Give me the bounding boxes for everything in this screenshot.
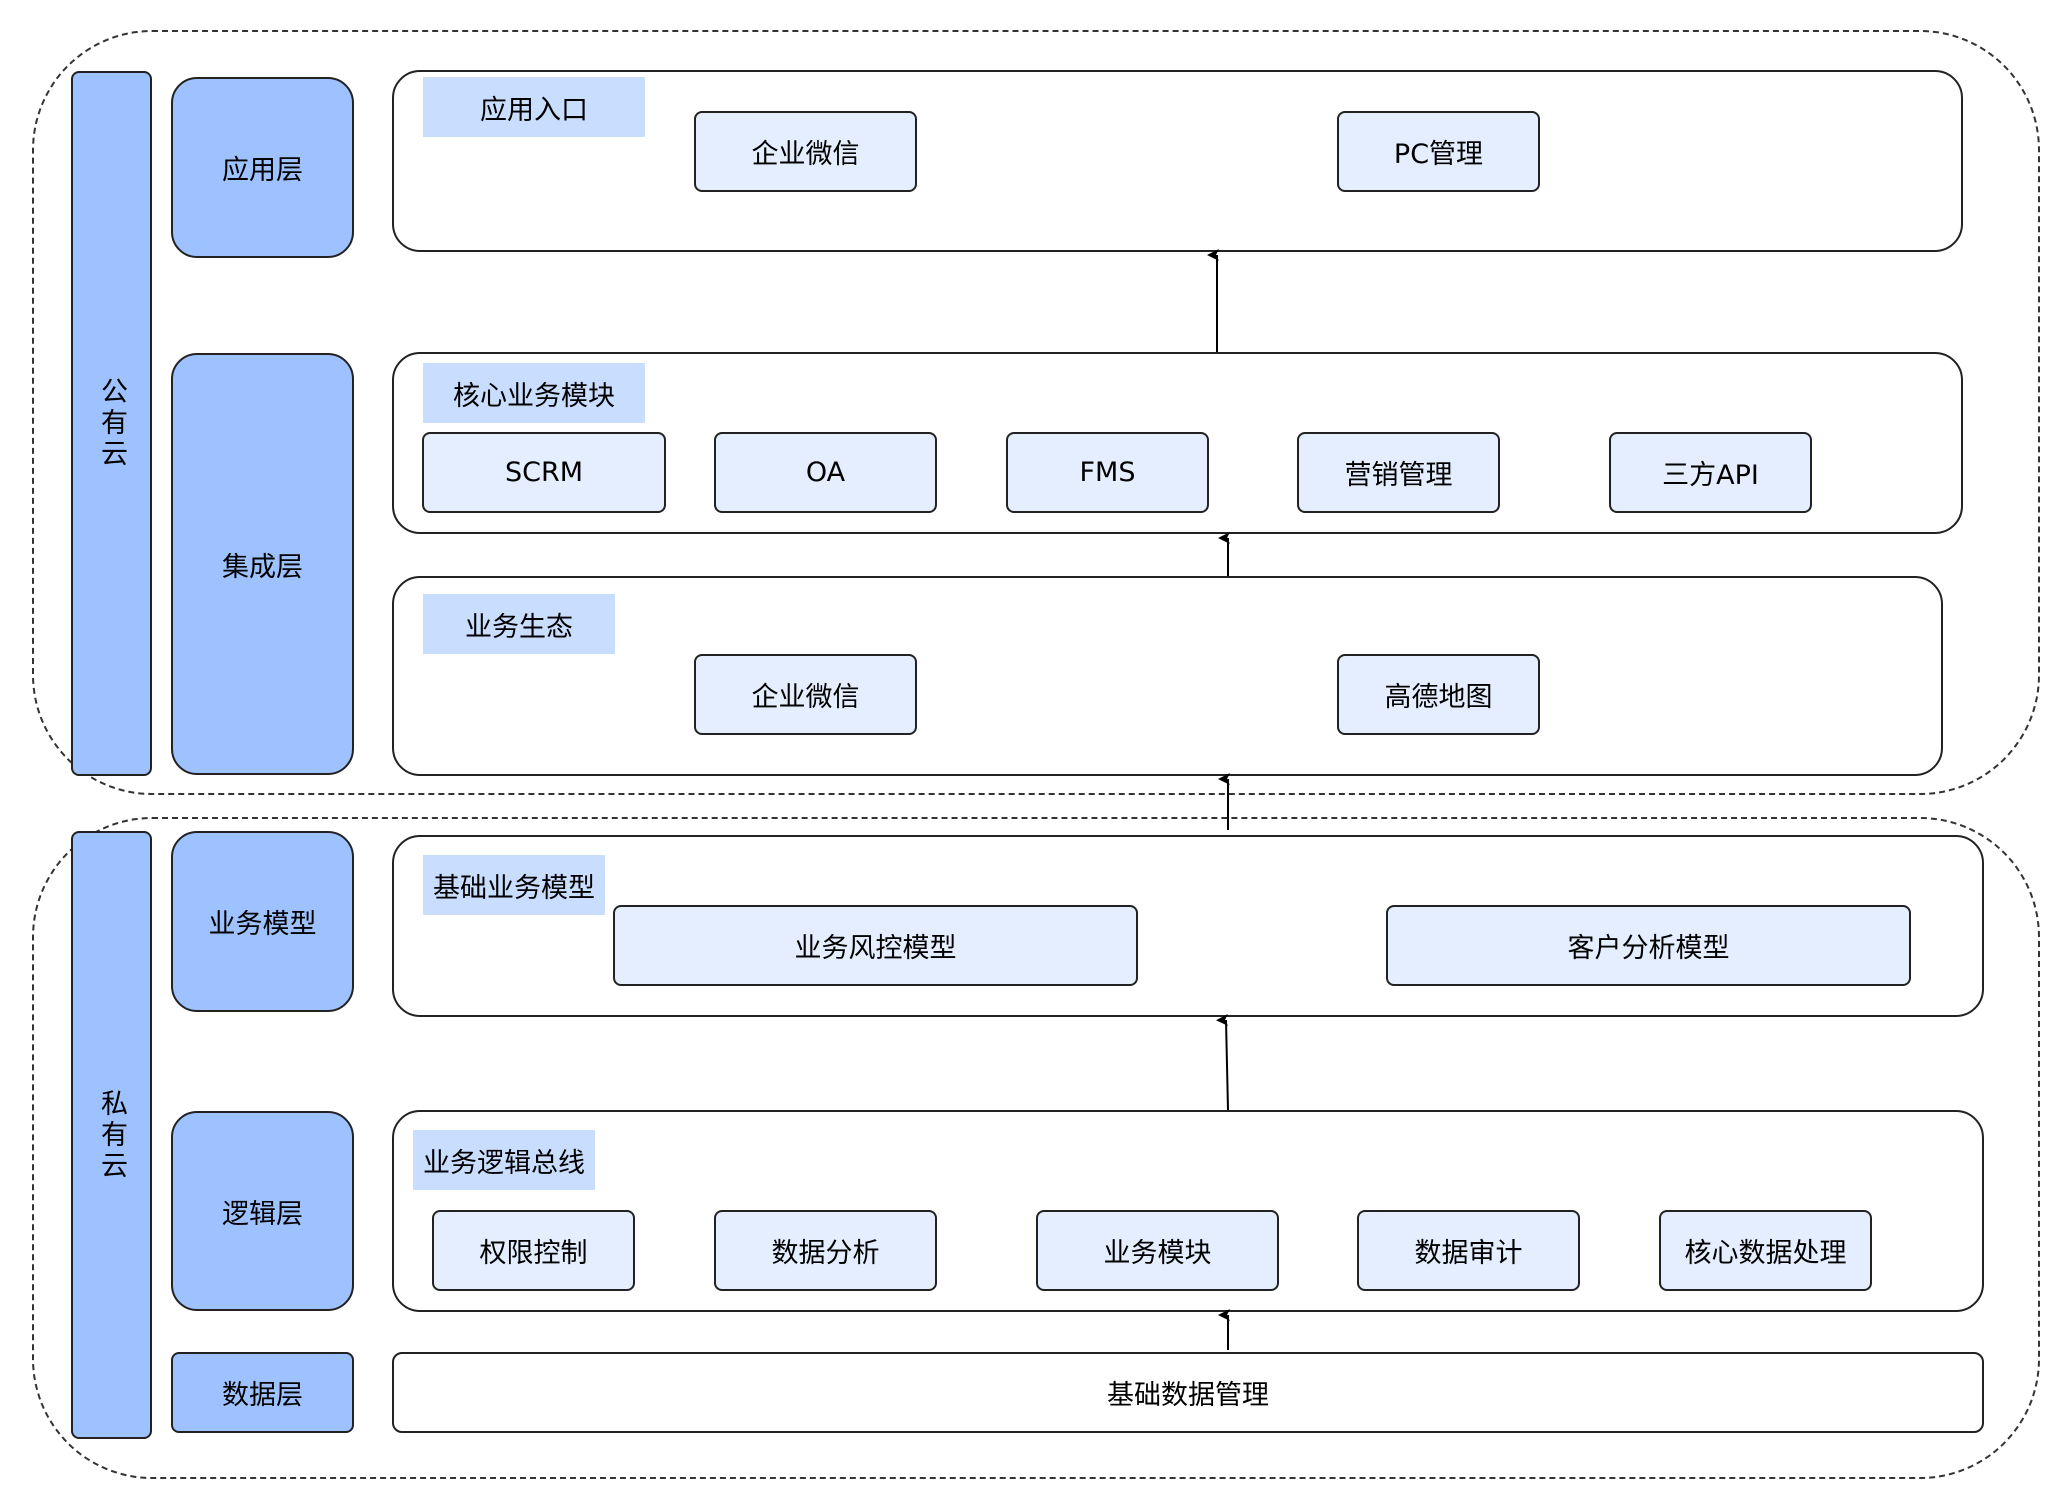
logic-item-biz-module: 业务模块 [1036, 1210, 1279, 1291]
logic-item-data-audit: 数据审计 [1357, 1210, 1580, 1291]
panel-core-modules-title: 核心业务模块 [423, 363, 645, 423]
layer-logic: 逻辑层 [171, 1111, 354, 1311]
core-module-fms: FMS [1006, 432, 1209, 513]
panel-biz-ecosystem-title: 业务生态 [423, 594, 615, 654]
base-model-risk-control: 业务风控模型 [613, 905, 1138, 986]
public-cloud-boundary [32, 30, 2040, 795]
core-module-marketing: 营销管理 [1297, 432, 1500, 513]
private-cloud-label-text: 私有云 [96, 1088, 127, 1182]
biz-ecosystem-item-1: 企业微信 [694, 654, 917, 735]
biz-ecosystem-item-2: 高德地图 [1337, 654, 1540, 735]
panel-biz-ecosystem [392, 576, 1943, 776]
private-cloud-label: 私有云 [71, 831, 152, 1439]
panel-logic-bus-title: 业务逻辑总线 [413, 1130, 595, 1190]
logic-item-core-data: 核心数据处理 [1659, 1210, 1872, 1291]
panel-app-entry [392, 70, 1963, 252]
core-module-scrm: SCRM [422, 432, 666, 513]
arrow-logic-to-models [1216, 1013, 1229, 1111]
layer-data: 数据层 [171, 1352, 354, 1433]
public-cloud-label-text: 公有云 [96, 377, 127, 470]
layer-integration: 集成层 [171, 353, 354, 775]
private-cloud-boundary [32, 817, 2040, 1479]
logic-item-data-analysis: 数据分析 [714, 1210, 937, 1291]
base-model-customer-analysis: 客户分析模型 [1386, 905, 1911, 986]
app-entry-item-1: 企业微信 [694, 111, 917, 192]
core-module-third-party-api: 三方API [1609, 432, 1812, 513]
app-entry-item-2: PC管理 [1337, 111, 1540, 192]
data-management-bar: 基础数据管理 [392, 1352, 1984, 1433]
logic-item-permission: 权限控制 [432, 1210, 635, 1291]
layer-biz-model: 业务模型 [171, 831, 354, 1012]
public-cloud-label: 公有云 [71, 71, 152, 776]
core-module-oa: OA [714, 432, 937, 513]
panel-app-entry-title: 应用入口 [423, 77, 645, 137]
layer-app: 应用层 [171, 77, 354, 258]
panel-base-models-title: 基础业务模型 [423, 855, 605, 915]
